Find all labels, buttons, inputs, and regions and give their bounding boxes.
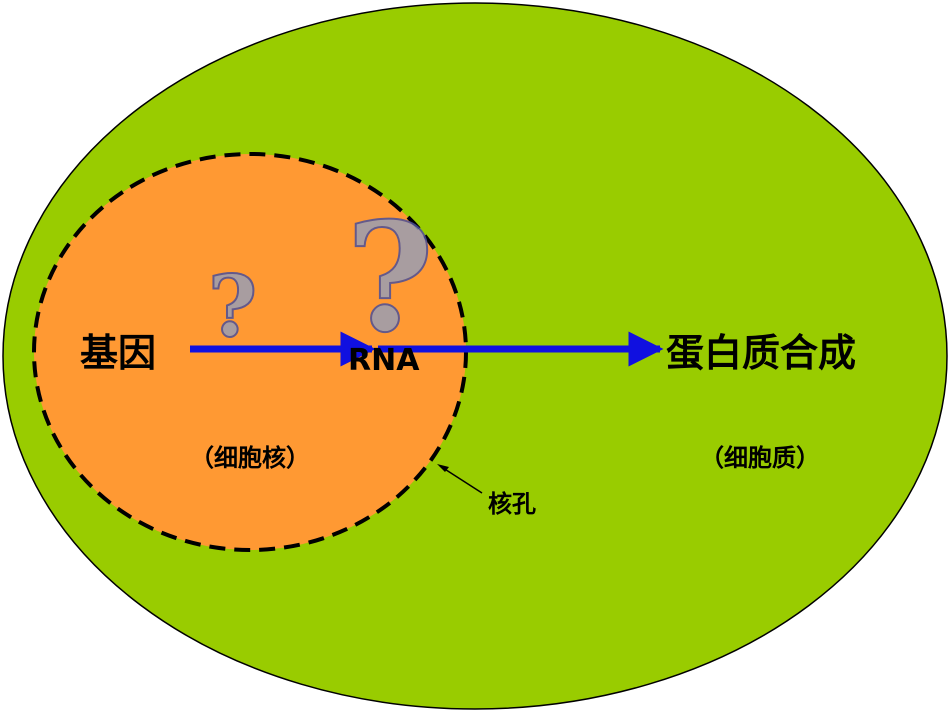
question-mark-small: ? [208,257,257,356]
label-nuclear-pore: 核孔 [488,490,536,518]
label-rna: RNA [348,343,420,378]
pore-pointer-head [437,464,449,472]
question-mark-large: ? [346,190,434,366]
pore-pointer-line [439,465,483,494]
label-cytoplasm: （细胞质） [700,444,820,472]
label-protein-synthesis: 蛋白质合成 [666,331,856,375]
label-nucleus: （细胞核） [190,444,310,472]
label-gene: 基因 [80,331,156,375]
